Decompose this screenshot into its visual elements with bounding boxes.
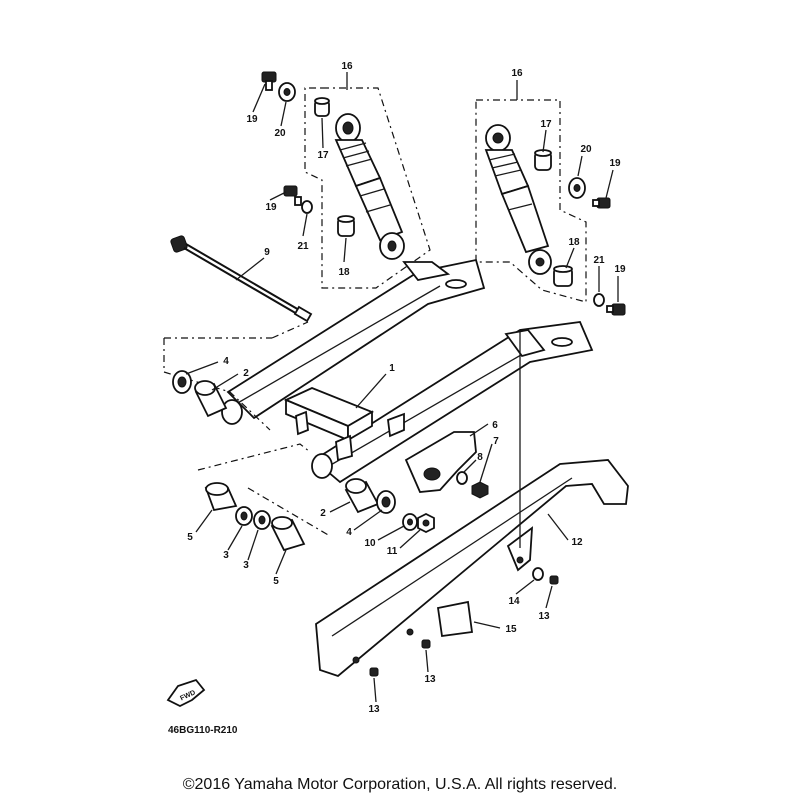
- nut-11: [417, 512, 435, 534]
- washer-10: [402, 513, 418, 531]
- callout-15: 15: [505, 624, 517, 635]
- bushing-5-lower: [270, 516, 306, 552]
- callout-8: 8: [477, 452, 483, 463]
- oil-seal-4-right: [376, 490, 396, 514]
- callout-3-b: 3: [243, 560, 249, 571]
- callout-13-b: 13: [424, 674, 436, 685]
- callout-19-d: 19: [614, 264, 626, 275]
- callout-20-b: 20: [580, 144, 592, 155]
- callout-numbers: 16 16 19 20 17 17 20 19 19 21 18 18 21 1…: [187, 61, 626, 715]
- washer-21-right: [593, 293, 605, 307]
- bolt-19-lower-left: [283, 185, 302, 206]
- left-shock-boundary: [304, 87, 431, 289]
- callout-18-b: 18: [568, 237, 580, 248]
- callout-13-c: 13: [368, 704, 380, 715]
- callout-6: 6: [492, 420, 498, 431]
- callout-16-right: 16: [511, 68, 523, 79]
- washer-14: [532, 567, 544, 581]
- label-15: [436, 600, 474, 638]
- callout-1: 1: [389, 363, 395, 374]
- callout-17-b: 17: [540, 119, 552, 130]
- callout-2-b: 2: [320, 508, 326, 519]
- callout-5-b: 5: [273, 576, 279, 587]
- callout-19-b: 19: [609, 158, 621, 169]
- left-shock-group: [261, 71, 431, 289]
- callout-7: 7: [493, 436, 499, 447]
- left-pivot-parts: [163, 370, 331, 552]
- callout-9: 9: [264, 247, 270, 258]
- callout-20-a: 20: [274, 128, 286, 139]
- leader-lines: [185, 72, 619, 703]
- callout-14: 14: [508, 596, 520, 607]
- chain-case-12: [315, 332, 629, 678]
- callout-21-b: 21: [593, 255, 605, 266]
- bushing-17-left: [314, 97, 330, 117]
- callout-11: 11: [387, 546, 398, 557]
- right-pivot-parts: [344, 478, 435, 534]
- callout-4-a: 4: [223, 356, 229, 367]
- bolt-19-upper: [261, 71, 277, 91]
- bolt-13-a: [549, 575, 559, 585]
- pivot-shaft-9: [163, 235, 313, 372]
- copyright-notice: ©2016 Yamaha Motor Corporation, U.S.A. A…: [182, 776, 618, 793]
- bolt-13-b: [421, 639, 431, 649]
- callout-21-a: 21: [297, 241, 309, 252]
- callout-4-b: 4: [346, 527, 352, 538]
- callout-5-a: 5: [187, 532, 193, 543]
- bushing-18-left: [337, 215, 355, 237]
- bushing-2-right: [344, 478, 380, 514]
- washer-20-left: [278, 82, 296, 102]
- callout-12: 12: [571, 537, 583, 548]
- bolt-19-lower-right: [606, 303, 626, 316]
- bushing-18-right: [553, 265, 573, 287]
- bushing-2-left: [194, 380, 228, 418]
- bolt-7: [471, 481, 489, 499]
- right-shock-absorber: [484, 124, 552, 275]
- drawing-code: 46BG110-R210: [168, 725, 238, 736]
- callout-17-a: 17: [317, 150, 329, 161]
- callout-13-a: 13: [538, 611, 550, 622]
- callout-10: 10: [364, 538, 376, 549]
- oil-seal-3-a: [235, 506, 253, 526]
- callout-19-c: 19: [265, 202, 277, 213]
- callout-3-a: 3: [223, 550, 229, 561]
- right-shock-boundary: [475, 99, 587, 303]
- callout-19-a: 19: [246, 114, 258, 125]
- right-shock-group: [475, 99, 626, 316]
- washer-21-left: [301, 200, 313, 214]
- fwd-arrow-icon: FWD: [166, 678, 206, 708]
- left-shock-absorber: [334, 113, 405, 260]
- bushing-5-upper: [204, 482, 238, 512]
- bushing-17-right: [534, 149, 552, 171]
- callout-18-a: 18: [338, 267, 350, 278]
- swingarm-1: [221, 258, 594, 484]
- washer-8: [456, 471, 468, 485]
- washer-20-right: [568, 177, 586, 199]
- oil-seal-3-b: [253, 510, 271, 530]
- oil-seal-4-left: [172, 370, 192, 394]
- chain-guide-6: [404, 431, 477, 493]
- callout-2-a: 2: [243, 368, 249, 379]
- callout-16-left: 16: [341, 61, 353, 72]
- bolt-19-upper-right: [592, 197, 611, 209]
- bolt-13-c: [369, 667, 379, 677]
